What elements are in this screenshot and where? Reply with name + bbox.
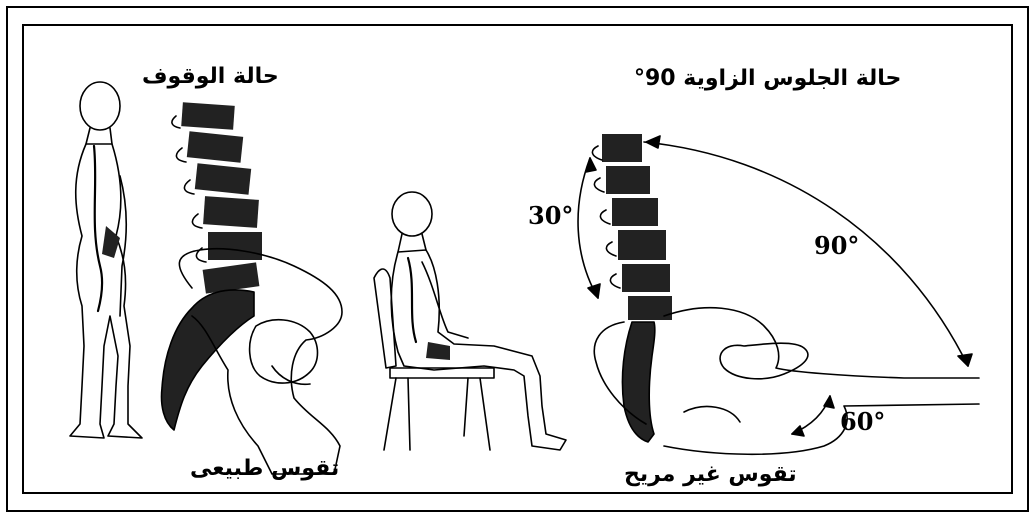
- angle-60-label: 60°: [840, 410, 885, 434]
- angle-90-label: 90°: [814, 234, 859, 258]
- angle-30-label: 30°: [528, 204, 573, 228]
- uncomfortable-curve-caption: تقوس غير مريح: [624, 464, 797, 486]
- standing-person-figure: [70, 82, 142, 438]
- natural-spine: [162, 102, 343, 474]
- sitting-person-figure: [374, 192, 566, 450]
- natural-curve-caption: تقوس طبيعى: [190, 458, 339, 480]
- sitting-title: حالة الجلوس الزاوية 90°: [634, 68, 901, 90]
- figure-panel: حالة الوقوف حالة الجلوس الزاوية 90° تقوس…: [22, 24, 1013, 494]
- uncomfortable-spine: [578, 134, 979, 454]
- standing-title: حالة الوقوف: [142, 66, 279, 88]
